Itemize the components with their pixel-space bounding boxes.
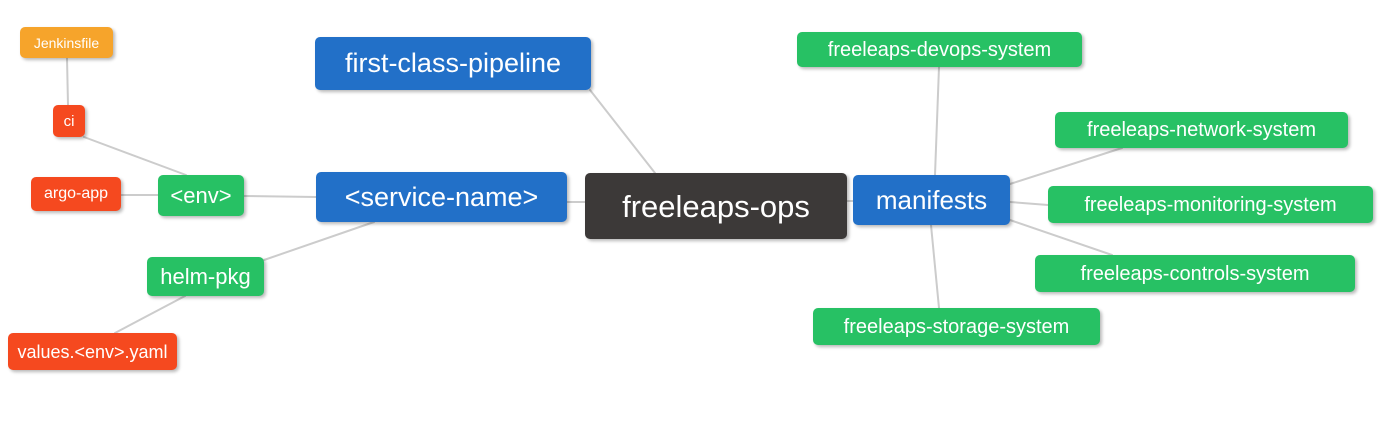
node-service-name[interactable]: <service-name> xyxy=(316,172,567,222)
edge-manifests-to-freeleaps-devops-system xyxy=(934,66,940,176)
node-freeleaps-devops-system[interactable]: freeleaps-devops-system xyxy=(797,32,1082,67)
edge-ci-to-env xyxy=(83,136,187,176)
node-label: freeleaps-controls-system xyxy=(1080,262,1310,285)
node-label: values.<env>.yaml xyxy=(17,341,168,362)
node-freeleaps-controls-system[interactable]: freeleaps-controls-system xyxy=(1035,255,1355,292)
edge-jenkinsfile-to-ci xyxy=(66,57,69,106)
edge-manifests-to-freeleaps-monitoring-system xyxy=(1009,201,1049,206)
node-freeleaps-monitoring-system[interactable]: freeleaps-monitoring-system xyxy=(1048,186,1373,223)
edge-service-name-to-helm-pkg xyxy=(263,221,375,261)
node-values-env-yaml[interactable]: values.<env>.yaml xyxy=(8,333,177,370)
node-env[interactable]: <env> xyxy=(158,175,244,216)
node-manifests[interactable]: manifests xyxy=(853,175,1010,225)
node-label: freeleaps-ops xyxy=(622,188,810,224)
node-label: freeleaps-devops-system xyxy=(827,38,1052,61)
node-first-class-pipeline[interactable]: first-class-pipeline xyxy=(315,37,591,90)
node-freeleaps-network-system[interactable]: freeleaps-network-system xyxy=(1055,112,1348,148)
node-jenkinsfile[interactable]: Jenkinsfile xyxy=(20,27,113,58)
node-label: ci xyxy=(63,112,75,130)
edge-manifests-to-freeleaps-network-system xyxy=(1009,147,1123,185)
node-label: first-class-pipeline xyxy=(344,48,562,78)
edge-manifests-to-freeleaps-storage-system xyxy=(930,224,940,309)
node-argo-app[interactable]: argo-app xyxy=(31,177,121,211)
node-freeleaps-ops[interactable]: freeleaps-ops xyxy=(585,173,847,239)
edge-env-to-service-name xyxy=(243,195,317,198)
node-label: freeleaps-network-system xyxy=(1087,119,1316,141)
edge-manifests-to-freeleaps-controls-system xyxy=(1009,219,1113,256)
node-helm-pkg[interactable]: helm-pkg xyxy=(147,257,264,296)
node-label: freeleaps-monitoring-system xyxy=(1084,193,1337,216)
node-label: freeleaps-storage-system xyxy=(843,315,1070,338)
node-label: <env> xyxy=(170,182,232,208)
node-label: argo-app xyxy=(43,185,109,202)
node-label: Jenkinsfile xyxy=(33,34,100,51)
node-freeleaps-storage-system[interactable]: freeleaps-storage-system xyxy=(813,308,1100,345)
node-label: helm-pkg xyxy=(160,263,251,289)
edge-first-class-pipeline-to-freeleaps-ops xyxy=(589,89,656,174)
node-label: <service-name> xyxy=(344,181,539,212)
node-label: manifests xyxy=(875,185,988,215)
node-ci[interactable]: ci xyxy=(53,105,85,137)
edge-helm-pkg-to-values-env-yaml xyxy=(114,295,186,334)
